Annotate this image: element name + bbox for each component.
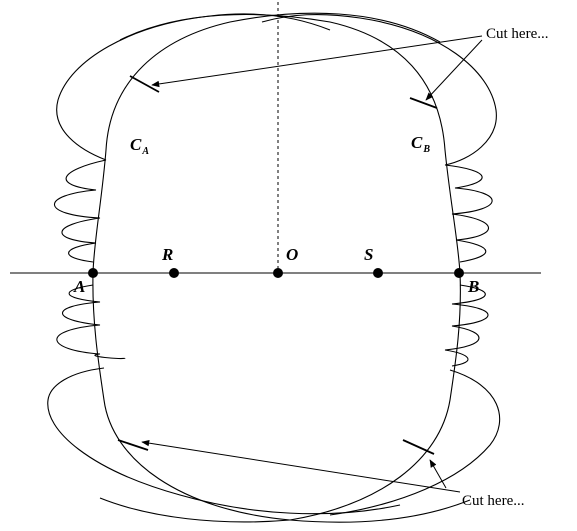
contour-ca-ripples-upper: [53, 159, 107, 263]
cut-mark-top-right: [409, 97, 438, 109]
annotation-cut-bottom: Cut here...: [462, 493, 524, 509]
arrow-cut-bottom-right: [429, 459, 447, 489]
label-ca: CA: [130, 135, 149, 157]
point-a: [88, 268, 98, 278]
label-b: B: [467, 277, 479, 296]
cut-mark-bottom-left: [117, 439, 149, 451]
contour-cb: [99, 13, 461, 523]
contour-ca-ripples-lower: [56, 284, 126, 360]
annotation-cut-top: Cut here...: [486, 26, 548, 42]
arrow-cut-bottom-left: [141, 439, 461, 493]
arrow-cut-top-right: [425, 39, 483, 101]
contour-cb-outer-top: [261, 13, 497, 166]
arrow-cut-top-left: [151, 35, 483, 88]
label-o: O: [286, 245, 298, 264]
contour-ca: [92, 12, 471, 523]
label-a: A: [73, 277, 85, 296]
point-b: [454, 268, 464, 278]
contour-ca-outer-top: [56, 13, 331, 161]
contour-ca-outer-bottom: [47, 367, 401, 515]
cut-mark-top-left: [129, 75, 160, 93]
point-r: [169, 268, 179, 278]
contour-cb-ripples-lower: [444, 284, 489, 367]
label-r: R: [161, 245, 173, 264]
point-s: [373, 268, 383, 278]
contour-cb-outer-bottom: [329, 369, 501, 516]
contour-cb-ripples-upper: [444, 164, 493, 263]
cut-mark-bottom-right: [402, 439, 435, 455]
label-cb: CB: [411, 133, 430, 155]
point-o: [273, 268, 283, 278]
label-s: S: [364, 245, 373, 264]
